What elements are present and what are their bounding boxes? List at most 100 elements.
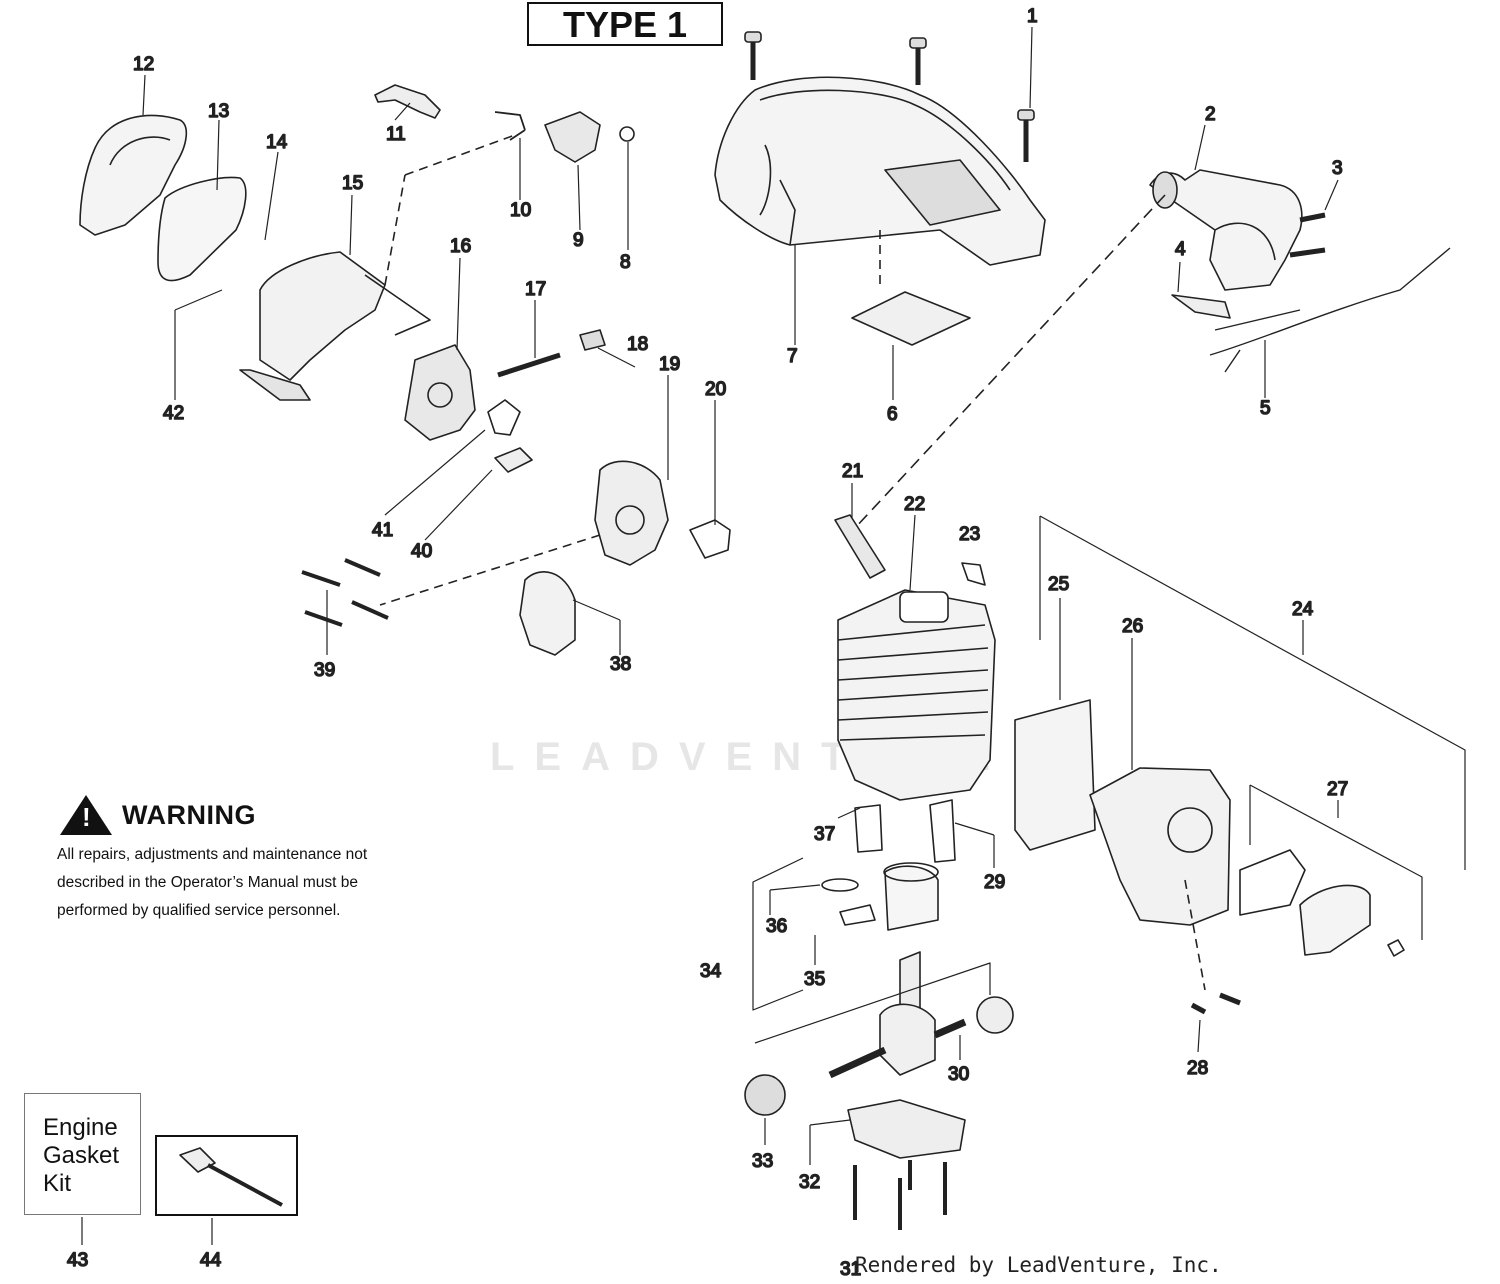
crank-bracket [754, 962, 991, 1044]
throttle-link [494, 111, 526, 141]
crankcase[interactable] [847, 1099, 966, 1159]
ignition-module[interactable] [1149, 169, 1303, 291]
cover-screw-right [1017, 109, 1035, 162]
spark-plug[interactable] [834, 514, 886, 579]
callout-13: 13 [208, 101, 229, 122]
kit-line-3: Kit [43, 1170, 72, 1197]
callout-numbers: 1 2 3 4 5 6 7 8 9 10 11 12 13 14 15 16 1… [66, 5, 1349, 1281]
decompression-clip [961, 562, 986, 586]
warning-heading: WARNING [122, 799, 256, 830]
kit-line-1: Engine [43, 1114, 118, 1141]
callout-17: 17 [525, 279, 546, 300]
warning-line-3: performed by qualified service personnel… [57, 902, 341, 919]
wiring-harness [1209, 247, 1451, 373]
callout-11: 11 [386, 124, 406, 145]
combi-wrench[interactable] [179, 1147, 283, 1207]
ignition-bracket [1171, 294, 1231, 319]
callout-31: 31 [840, 1259, 861, 1280]
callout-16: 16 [450, 236, 471, 257]
callout-26: 26 [1122, 616, 1143, 637]
diagram-title: TYPE 1 [527, 2, 723, 46]
callout-32: 32 [799, 1172, 820, 1193]
callout-24: 24 [1292, 599, 1314, 620]
cylinder-cover[interactable] [714, 76, 1046, 266]
callout-21: 21 [842, 461, 863, 482]
piston-pin [839, 904, 876, 926]
intake-manifold[interactable] [594, 460, 669, 566]
choke-valve [544, 111, 601, 163]
callout-44: 44 [200, 1250, 222, 1271]
choke-washer [619, 126, 635, 142]
callout-27: 27 [1327, 779, 1348, 800]
carb-gasket [494, 447, 533, 473]
callout-33: 33 [752, 1151, 773, 1172]
crankshaft[interactable] [828, 951, 967, 1079]
callout-15: 15 [342, 173, 363, 194]
callout-12: 12 [133, 54, 154, 75]
muffler-bracket-line [1039, 515, 1466, 870]
callout-5: 5 [1260, 398, 1271, 419]
cover-screw-middle [909, 37, 927, 85]
callout-37: 37 [814, 824, 835, 845]
callout-1: 1 [1027, 6, 1038, 27]
crank-bearing-right [976, 996, 1014, 1034]
engine-gasket-kit[interactable]: Engine Gasket Kit [24, 1093, 141, 1215]
callout-6: 6 [887, 404, 898, 425]
cover-screw-left [744, 31, 762, 80]
kit-line-2: Gasket [43, 1142, 120, 1169]
callout-41: 41 [372, 520, 393, 541]
piston-ring [821, 878, 859, 892]
warning-line-2: described in the Operator’s Manual must … [57, 874, 358, 891]
throttle-trigger [374, 84, 441, 119]
intake-screws [301, 558, 389, 627]
callout-18: 18 [627, 334, 648, 355]
callout-20: 20 [705, 379, 726, 400]
callout-38: 38 [610, 654, 631, 675]
callout-9: 9 [573, 230, 584, 251]
muffler-shield [1239, 849, 1306, 916]
callout-2: 2 [1205, 104, 1216, 125]
muffler-nut [1387, 939, 1405, 957]
callout-19: 19 [659, 354, 680, 375]
cylinder-gasket-left [854, 804, 883, 853]
air-filter [157, 176, 247, 282]
warning-notice: ! WARNING All repairs, adjustments and m… [57, 795, 417, 925]
intake-sleeve [487, 399, 521, 436]
callout-40: 40 [411, 541, 432, 562]
footer-credit: Rendered by LeadVenture, Inc. [855, 1253, 1222, 1277]
callout-29: 29 [984, 872, 1005, 893]
air-filter-cover[interactable] [79, 114, 188, 236]
warning-icon: ! [60, 795, 112, 835]
warning-line-1: All repairs, adjustments and maintenance… [57, 846, 368, 863]
callout-23: 23 [959, 524, 980, 545]
callout-25: 25 [1048, 574, 1069, 595]
callout-7: 7 [787, 346, 798, 367]
callout-43: 43 [67, 1250, 88, 1271]
filter-pad [851, 291, 971, 346]
primer-bulb [579, 329, 606, 351]
muffler-cover-bracket [1249, 784, 1423, 940]
cylinder[interactable] [837, 589, 996, 801]
intake-gasket [689, 519, 731, 559]
callout-22: 22 [904, 494, 925, 515]
callout-3: 3 [1332, 158, 1343, 179]
intake-boot [519, 571, 576, 656]
muffler-bolts [1190, 992, 1241, 1015]
warning-text: All repairs, adjustments and maintenance… [57, 841, 417, 925]
callout-4: 4 [1175, 239, 1186, 260]
callout-10: 10 [510, 200, 531, 221]
piston[interactable] [883, 862, 939, 931]
leader-lines [81, 26, 1339, 1245]
carburetor[interactable] [404, 344, 476, 441]
piston-bracket [752, 857, 804, 1011]
callout-35: 35 [804, 969, 825, 990]
crankcase-screws [853, 1160, 947, 1230]
crank-bearing-left [744, 1074, 786, 1116]
callout-8: 8 [620, 252, 631, 273]
combi-wrench-box [155, 1135, 298, 1216]
callout-42: 42 [163, 403, 184, 424]
air-filter-housing[interactable] [239, 251, 431, 401]
cylinder-gasket-right [929, 799, 956, 863]
muffler[interactable] [1089, 767, 1231, 926]
